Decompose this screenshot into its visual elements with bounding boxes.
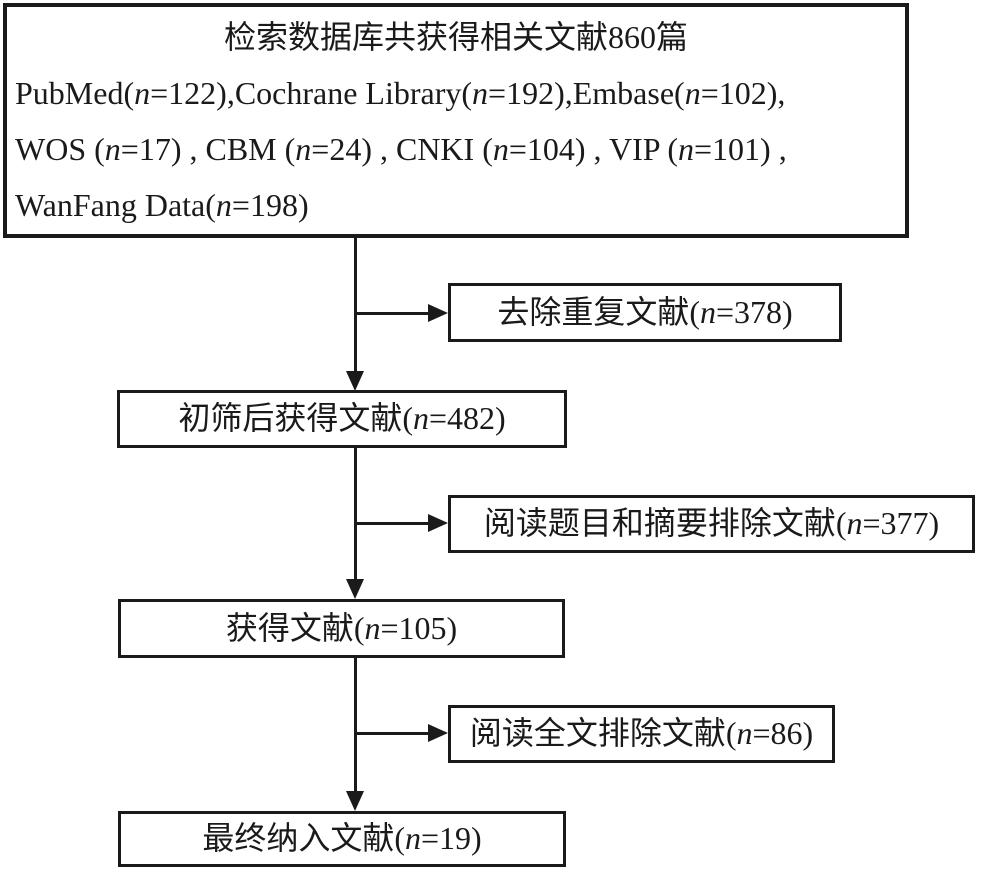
flow-line-branch-3 bbox=[356, 732, 432, 735]
flow-line-vertical-3 bbox=[354, 658, 357, 792]
search-total-title: 检索数据库共获得相关文献860篇 bbox=[223, 19, 688, 55]
arrow-down-icon bbox=[346, 579, 364, 599]
search-sources-line-2: WOS (n=17) , CBM (n=24) , CNKI (n=104) ,… bbox=[15, 131, 787, 167]
flow-line-vertical-1 bbox=[354, 238, 357, 372]
box-fulltext-excluded: 阅读全文排除文献(n=86) bbox=[448, 705, 835, 763]
fulltext-excluded-label: 阅读全文排除文献(n=86) bbox=[469, 715, 814, 752]
box-duplicates-removed: 去除重复文献(n=378) bbox=[448, 283, 842, 342]
box-title-abstract-excluded: 阅读题目和摘要排除文献(n=377) bbox=[448, 495, 975, 553]
arrow-right-icon bbox=[428, 304, 448, 322]
after-initial-screening-label: 初筛后获得文献(n=482) bbox=[178, 400, 506, 437]
flow-line-branch-2 bbox=[356, 522, 432, 525]
box-after-initial-screening: 初筛后获得文献(n=482) bbox=[117, 390, 567, 448]
flow-line-branch-1 bbox=[356, 312, 432, 315]
arrow-right-icon bbox=[428, 724, 448, 742]
arrow-down-icon bbox=[346, 791, 364, 811]
duplicates-removed-label: 去除重复文献(n=378) bbox=[497, 293, 793, 330]
flow-line-vertical-2 bbox=[354, 448, 357, 580]
final-included-label: 最终纳入文献(n=19) bbox=[202, 820, 482, 857]
search-sources-line-1: PubMed(n=122),Cochrane Library(n=192),Em… bbox=[15, 75, 786, 111]
search-sources-line-3: WanFang Data(n=198) bbox=[15, 187, 309, 223]
fulltext-obtained-label: 获得文献(n=105) bbox=[225, 609, 458, 646]
arrow-down-icon bbox=[346, 371, 364, 391]
box-fulltext-obtained: 获得文献(n=105) bbox=[118, 599, 565, 658]
box-database-search: 检索数据库共获得相关文献860篇 PubMed(n=122),Cochrane … bbox=[3, 3, 909, 238]
arrow-right-icon bbox=[428, 514, 448, 532]
title-abstract-excluded-label: 阅读题目和摘要排除文献(n=377) bbox=[483, 505, 940, 542]
box-final-included: 最终纳入文献(n=19) bbox=[118, 811, 566, 867]
